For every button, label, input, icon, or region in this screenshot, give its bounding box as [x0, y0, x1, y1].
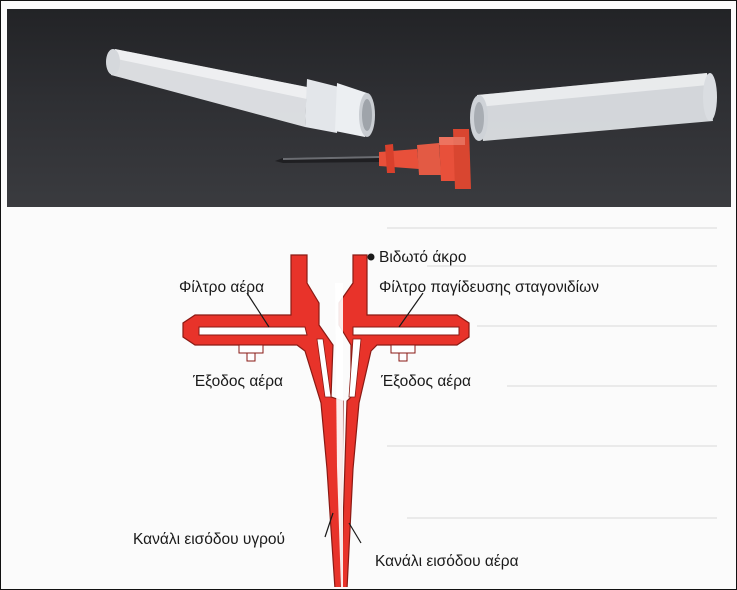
- label-fluid-channel: Κανάλι εισόδου υγρού: [133, 531, 285, 549]
- vented-spike-diagram: [7, 207, 731, 587]
- label-air-outlet-right: Έξοδος αέρα: [381, 373, 471, 391]
- label-air-outlet-left: Έξοδος αέρα: [193, 373, 283, 391]
- label-threaded-tip: Βιδωτό άκρο: [379, 249, 467, 267]
- threaded-tip-marker: [368, 254, 375, 261]
- vented-needle-photo: [7, 9, 731, 207]
- diagram-area: Βιδωτό άκρο Φίλτρο αέρα Φίλτρο παγίδευση…: [7, 207, 731, 587]
- long-protective-cap: [106, 49, 375, 137]
- needle-with-connector: [275, 129, 471, 189]
- label-droplet-filter: Φίλτρο παγίδευσης σταγονιδίων: [379, 279, 599, 297]
- device-right-body: [339, 255, 469, 587]
- label-air-channel: Κανάλι εισόδου αέρα: [375, 553, 519, 571]
- label-air-filter: Φίλτρο αέρα: [179, 279, 264, 297]
- needle-caps-illustration: [7, 9, 731, 207]
- short-protective-cap: [470, 73, 717, 141]
